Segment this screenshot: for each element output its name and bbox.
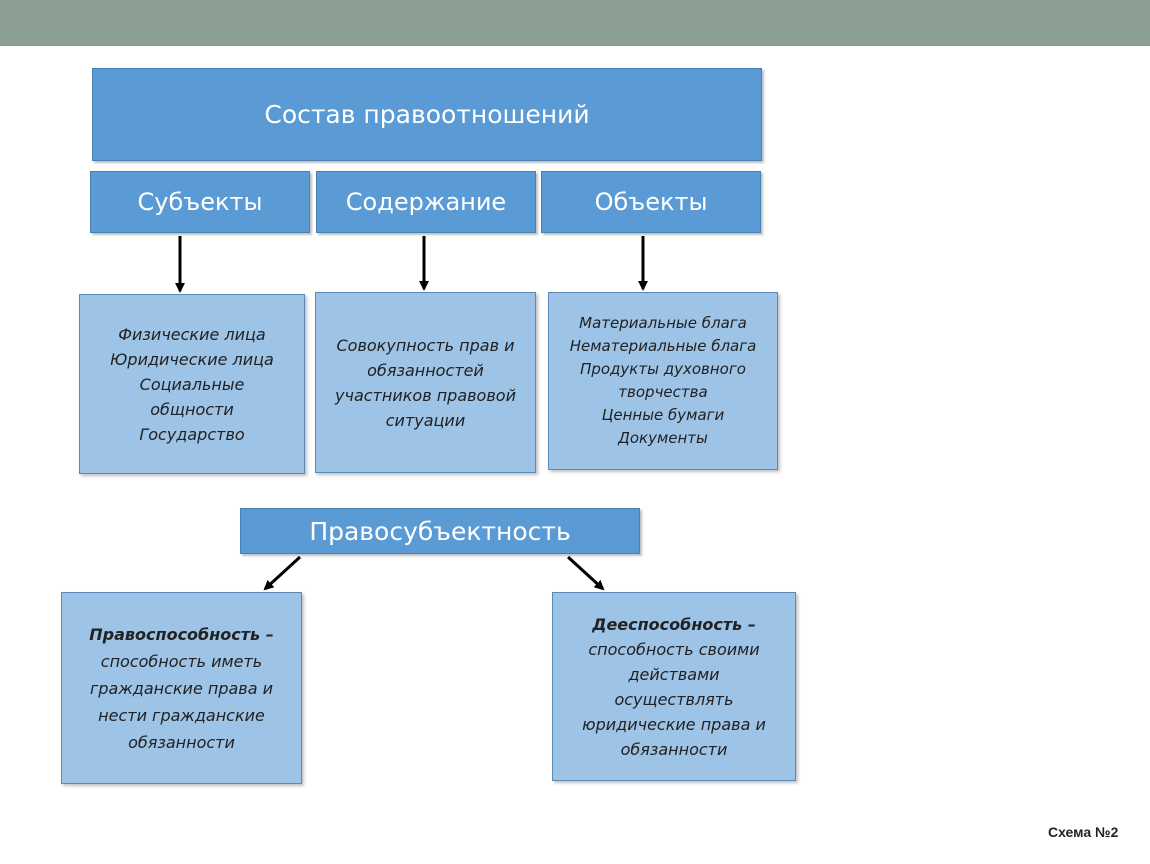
scheme-caption: Схема №2	[1048, 824, 1119, 840]
capacity-rights-line: гражданские права и	[89, 678, 274, 698]
content-header: Содержание	[316, 171, 536, 233]
title-box: Состав правоотношений	[92, 68, 762, 161]
objects-item: Документы	[618, 429, 708, 447]
subjects-item: Социальные	[139, 374, 245, 394]
capacity-rights-box: Правоспособность – способность иметь гра…	[61, 592, 302, 784]
capacity-rights-line: способность иметь	[100, 651, 263, 671]
content-item: ситуации	[385, 410, 466, 430]
objects-box: Материальные блага Нематериальные блага …	[548, 292, 778, 470]
top-bar	[0, 0, 1150, 46]
capacity-rights-line: обязанности	[128, 732, 235, 752]
capacity-act-line: осуществлять	[614, 689, 734, 709]
subjects-label: Субъекты	[137, 188, 263, 216]
capacity-rights-term: Правоспособность –	[89, 624, 274, 644]
subjects-box: Физические лица Юридические лица Социаль…	[79, 294, 305, 474]
capacity-act-box: Дееспособность – способность своими дейс…	[552, 592, 796, 781]
objects-item: Продукты духовного	[580, 360, 746, 378]
subjects-item: Физические лица	[118, 324, 266, 344]
capacity-act-line: обязанности	[620, 739, 728, 759]
content-item: Совокупность прав и	[336, 335, 515, 355]
objects-item: Нематериальные блага	[569, 337, 757, 355]
objects-item: творчества	[618, 383, 708, 401]
objects-item: Ценные бумаги	[601, 406, 725, 424]
capacity-act-term: Дееспособность –	[592, 614, 756, 634]
arrow-capacity-act	[566, 555, 605, 591]
content-item: участников правовой	[335, 385, 516, 405]
objects-label: Объекты	[594, 188, 708, 216]
capacity-act-line: юридические права и	[582, 714, 766, 734]
objects-header: Объекты	[541, 171, 761, 233]
legal-personality-box: Правосубъектность	[240, 508, 640, 554]
content-item: обязанностей	[367, 360, 484, 380]
subjects-header: Субъекты	[90, 171, 310, 233]
capacity-act-line: способность своими	[588, 639, 760, 659]
title-text: Состав правоотношений	[264, 100, 590, 129]
subjects-item: Юридические лица	[110, 349, 274, 369]
capacity-act-line: действами	[628, 664, 720, 684]
subjects-item: Государство	[139, 424, 245, 444]
arrow-capacity-rights	[263, 555, 302, 591]
legal-personality-label: Правосубъектность	[309, 516, 571, 546]
subjects-item: общности	[150, 399, 234, 419]
content-label: Содержание	[345, 188, 507, 216]
content-box: Совокупность прав и обязанностей участни…	[315, 292, 536, 473]
objects-item: Материальные блага	[579, 314, 747, 332]
capacity-rights-line: нести гражданские	[98, 705, 265, 725]
